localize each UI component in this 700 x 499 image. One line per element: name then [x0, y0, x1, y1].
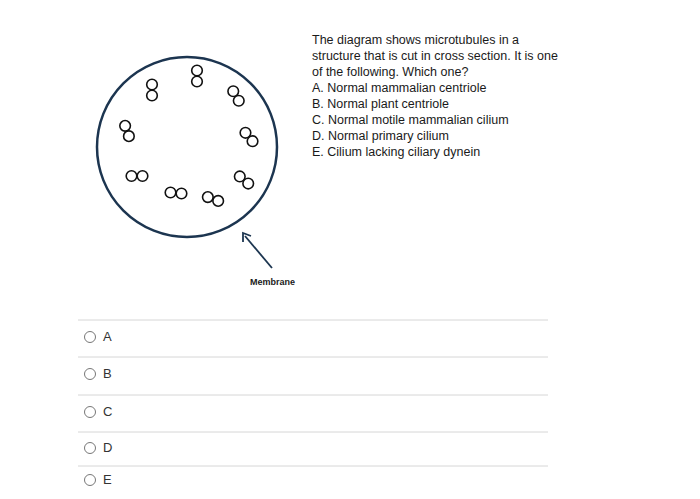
answer-choice: A. Normal mammalian centriole [312, 80, 567, 96]
microtubule [233, 95, 244, 106]
radio-button [85, 332, 96, 343]
answer-choice: D. Normal primary cilium [312, 128, 567, 144]
microtubule [147, 90, 158, 101]
microtubule [124, 131, 135, 142]
separator-line [78, 320, 548, 321]
microtubule [247, 136, 258, 147]
membrane-pointer [243, 233, 272, 268]
separator-line [78, 466, 548, 467]
separator-line [78, 395, 548, 396]
option-letter: B [103, 366, 112, 381]
microtubule [243, 178, 254, 189]
microtubule [120, 121, 131, 132]
microtubule [213, 196, 224, 207]
arrow-head [243, 233, 251, 242]
microtubule [192, 65, 203, 76]
question-text: The diagram shows microtubules in a stru… [312, 32, 567, 80]
answer-choice: E. Cilium lacking ciliary dynein [312, 144, 567, 160]
radio-buttons [85, 332, 96, 486]
membrane-circle [97, 57, 277, 237]
microtubule [147, 79, 158, 90]
answer-choice: B. Normal plant centriole [312, 96, 567, 112]
microtubule [137, 171, 148, 182]
microtubule [126, 171, 137, 182]
option-letter: E [103, 472, 112, 487]
radio-button [85, 369, 96, 380]
option-separators [78, 320, 548, 466]
option-letter: A [103, 329, 112, 344]
answer-choice: C. Normal motile mammalian cilium [312, 112, 567, 128]
separator-line [78, 432, 548, 433]
radio-button [85, 443, 96, 454]
microtubule-doublets [120, 65, 258, 206]
option-letter: C [103, 404, 112, 419]
leader-line [245, 236, 272, 268]
membrane-label: Membrane [250, 277, 295, 287]
option-letter: D [103, 440, 112, 455]
radio-button [85, 407, 96, 418]
separator-line [78, 357, 548, 358]
radio-button [85, 475, 96, 486]
microtubule [203, 192, 214, 203]
microtubule [165, 187, 176, 198]
microtubule [176, 188, 187, 199]
microtubule [192, 76, 203, 87]
